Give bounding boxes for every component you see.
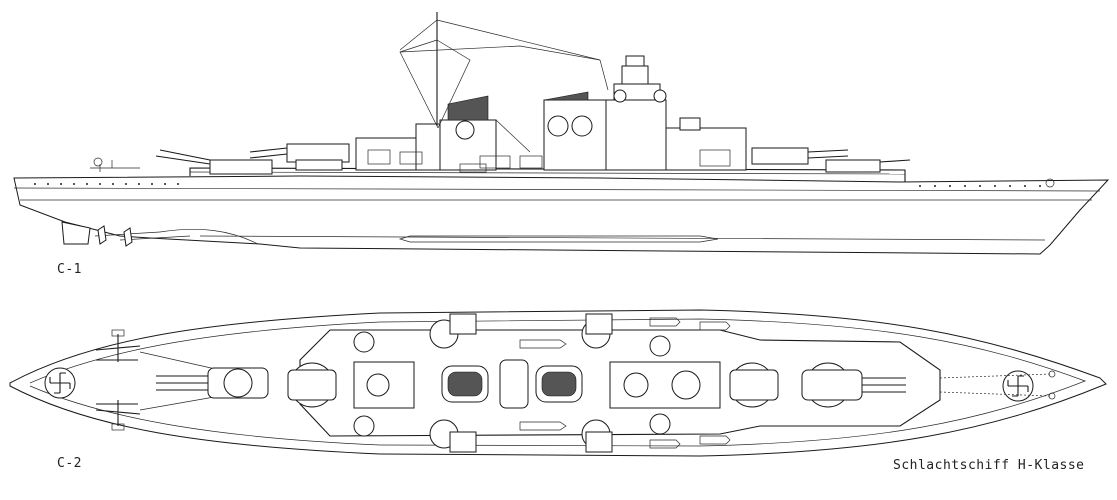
side-portholes (34, 183, 1041, 187)
funnel-side (543, 91, 607, 171)
forward-tower-side (605, 55, 667, 171)
turret-c-top (287, 362, 337, 408)
aircraft-top (95, 329, 141, 431)
turret-d-side (155, 149, 273, 175)
view-label-top: C-2 (57, 456, 82, 471)
bilge-keel (398, 235, 719, 243)
turret-b-top (729, 362, 779, 408)
aircraft-side (90, 157, 140, 172)
turret-d-top (156, 367, 269, 399)
turret-b-side (751, 147, 849, 165)
turret-a-side (825, 159, 911, 173)
turret-c-side (249, 143, 350, 171)
aft-emblem (44, 367, 76, 399)
secondary-turrets-top (353, 313, 671, 453)
side-profile-view (13, 12, 1110, 255)
turret-a-top (801, 362, 906, 408)
view-label-side: C-1 (57, 262, 82, 277)
rudder (61, 221, 91, 245)
funnels-top (441, 365, 583, 403)
boats-top (519, 317, 731, 449)
top-plan-view (9, 309, 1107, 457)
drawing-caption: Schlachtschiff H-Klasse (893, 458, 1085, 473)
bow-emblem (1002, 370, 1034, 402)
